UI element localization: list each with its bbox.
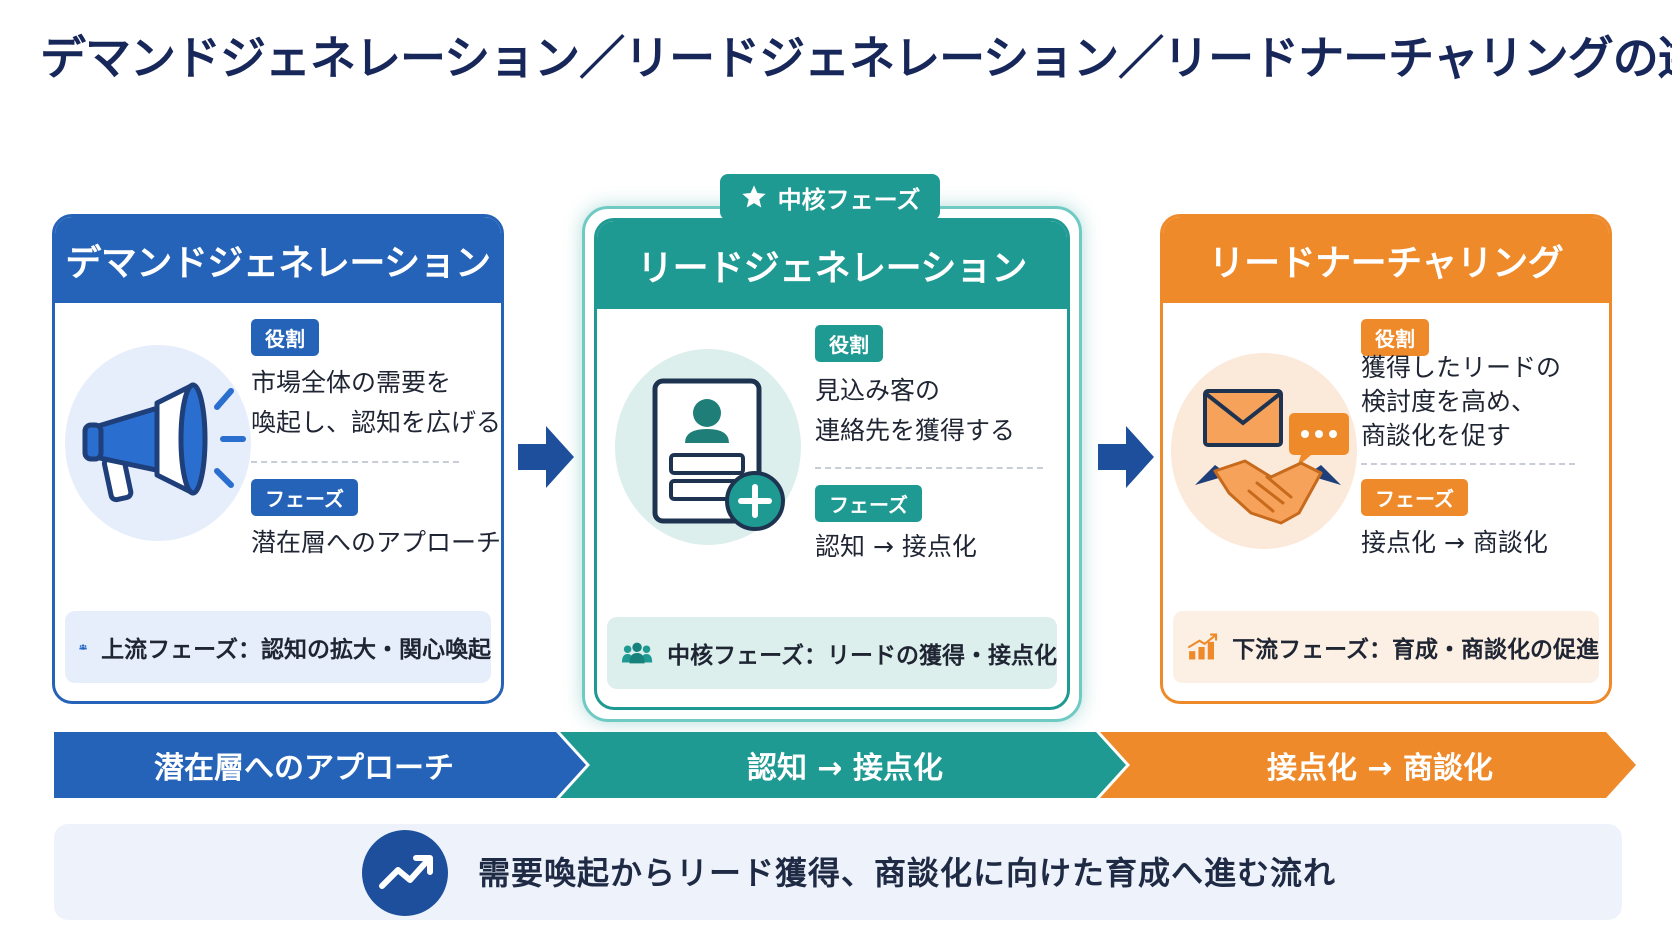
arrow-right-icon [518,426,574,488]
core-phase-badge: 中核フェーズ [720,174,940,220]
phase-flow-banner [54,732,1636,798]
people-group-icon [79,644,87,650]
contact-card-illustration [615,349,801,545]
role-label: 役割 [1361,319,1429,356]
card-header-nurture: リードナーチャリング [1163,217,1609,303]
card-header-demand: デマンドジェネレーション [55,217,501,303]
page-title: デマンドジェネレーション／リードジェネレーション／リードナーチャリングの違い [40,31,1672,85]
role-text: 見込み客の 連絡先を獲得する [815,371,1015,451]
summary-box [54,824,1622,920]
star-icon [741,185,766,208]
contact-card-add-icon [652,378,785,531]
megaphone-illustration [65,345,251,541]
divider [1361,463,1575,465]
phase-text: 潜在層へのアプローチ [251,528,502,557]
role-line: 喚起し、認知を広げる [251,408,502,437]
phase-label: フェーズ [251,479,358,516]
card-lead-generation: リードジェネレーション 役割 見込み客の 連絡先を獲得する フェーズ 認知 → … [594,218,1070,710]
role-line: 獲得したリードの [1361,353,1562,382]
growth-chart-icon [1188,633,1218,660]
summary-text: 需要喚起からリード獲得、商談化に向けた育成へ進む流れ [478,854,1337,892]
footer-text: 中核フェーズ：リードの獲得・接点化 [667,643,1057,669]
role-text: 市場全体の需要を 喚起し、認知を広げる [251,363,501,443]
phase-label: フェーズ [815,485,922,522]
card-lead-nurturing: リードナーチャリング 役割 獲得したリードの 検討度を高め、 [1160,214,1612,704]
role-text: 獲得したリードの 検討度を高め、 商談化を促す [1361,351,1561,453]
footer-strip: 中核フェーズ：リードの獲得・接点化 [607,617,1057,689]
footer-strip: 下流フェーズ：育成・商談化の促進 [1173,611,1599,683]
card-demand-generation: デマンドジェネレーション 役割 市場全体の需要を 喚起し、認知を広げる [52,214,504,704]
footer-text: 上流フェーズ：認知の拡大・関心喚起 [101,637,491,663]
role-label: 役割 [251,319,319,356]
role-line: 商談化を促す [1361,421,1512,450]
megaphone-icon [82,382,246,503]
banner-text-lead: 認知 → 接点化 [746,751,944,786]
role-line: 連絡先を獲得する [815,416,1016,445]
banner-segment-demand [54,732,586,798]
divider [815,467,1043,469]
banner-segment-lead [560,732,1126,798]
role-line: 検討度を高め、 [1361,387,1537,416]
handshake-mail-chat-icon [1195,389,1349,525]
summary-icon-circle [362,830,448,916]
role-line: 見込み客の [815,376,941,405]
arrow-right-icon [1098,426,1154,488]
footer-strip: 上流フェーズ：認知の拡大・関心喚起 [65,611,491,683]
card-header-lead: リードジェネレーション [597,221,1067,309]
banner-text-demand: 潜在層へのアプローチ [154,751,454,786]
core-badge-text: 中核フェーズ [777,185,921,214]
handshake-illustration [1171,353,1357,549]
role-line: 市場全体の需要を [251,368,452,397]
people-group-icon [621,642,653,664]
trend-up-icon [379,855,433,889]
banner-text-nurture: 接点化 → 商談化 [1266,751,1494,786]
phase-label: フェーズ [1361,479,1468,516]
role-label: 役割 [815,325,883,362]
banner-segment-nurture [1100,732,1636,798]
footer-text: 下流フェーズ：育成・商談化の促進 [1232,637,1599,663]
divider [251,461,459,463]
phase-text: 認知 → 接点化 [815,532,977,561]
phase-text: 接点化 → 商談化 [1361,528,1548,557]
